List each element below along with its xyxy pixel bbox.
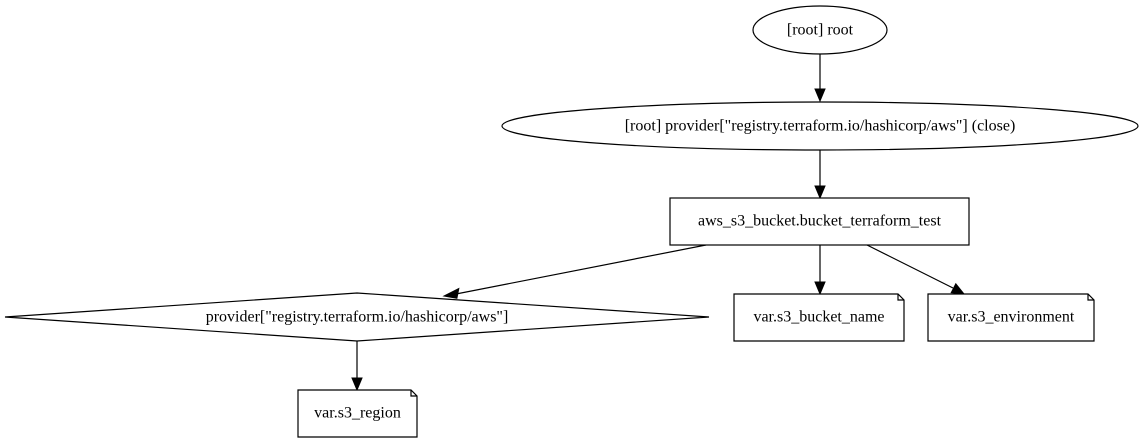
edge-provider-to-region — [351, 341, 363, 392]
node-root: [root] root — [752, 5, 888, 55]
note-shape — [927, 293, 1095, 342]
box-shape — [669, 197, 970, 246]
diamond-shape — [4, 292, 710, 342]
note-shape — [733, 293, 905, 342]
note-shape — [297, 389, 418, 438]
node-environment: var.s3_environment — [927, 293, 1095, 342]
node-label: [root] root — [787, 22, 854, 39]
note-fold — [1087, 294, 1094, 301]
edge-provider-close-to-bucket — [814, 150, 826, 200]
node-label: aws_s3_bucket.bucket_terraform_test — [698, 213, 942, 230]
edges — [351, 54, 966, 392]
node-region: var.s3_region — [297, 389, 418, 438]
node-bucket: aws_s3_bucket.bucket_terraform_test — [669, 197, 970, 246]
node-label: var.s3_bucket_name — [753, 309, 884, 326]
edge-bucket-to-bucket-name — [814, 245, 826, 296]
node-provider-close: [root] provider["registry.terraform.io/h… — [501, 101, 1139, 151]
node-label: [root] provider["registry.terraform.io/h… — [625, 118, 1016, 135]
ellipse-shape — [501, 101, 1139, 151]
node-provider: provider["registry.terraform.io/hashicor… — [4, 292, 710, 342]
edge-root-to-provider-close — [814, 54, 826, 103]
node-label: var.s3_region — [314, 405, 401, 422]
node-label: var.s3_environment — [948, 309, 1075, 326]
edge-bucket-to-provider — [442, 244, 707, 299]
note-fold — [410, 390, 417, 397]
node-label: provider["registry.terraform.io/hashicor… — [206, 309, 509, 326]
note-fold — [897, 294, 904, 301]
ellipse-shape — [752, 5, 888, 55]
edge-bucket-to-environment — [866, 244, 966, 295]
node-bucket-name: var.s3_bucket_name — [733, 293, 905, 342]
